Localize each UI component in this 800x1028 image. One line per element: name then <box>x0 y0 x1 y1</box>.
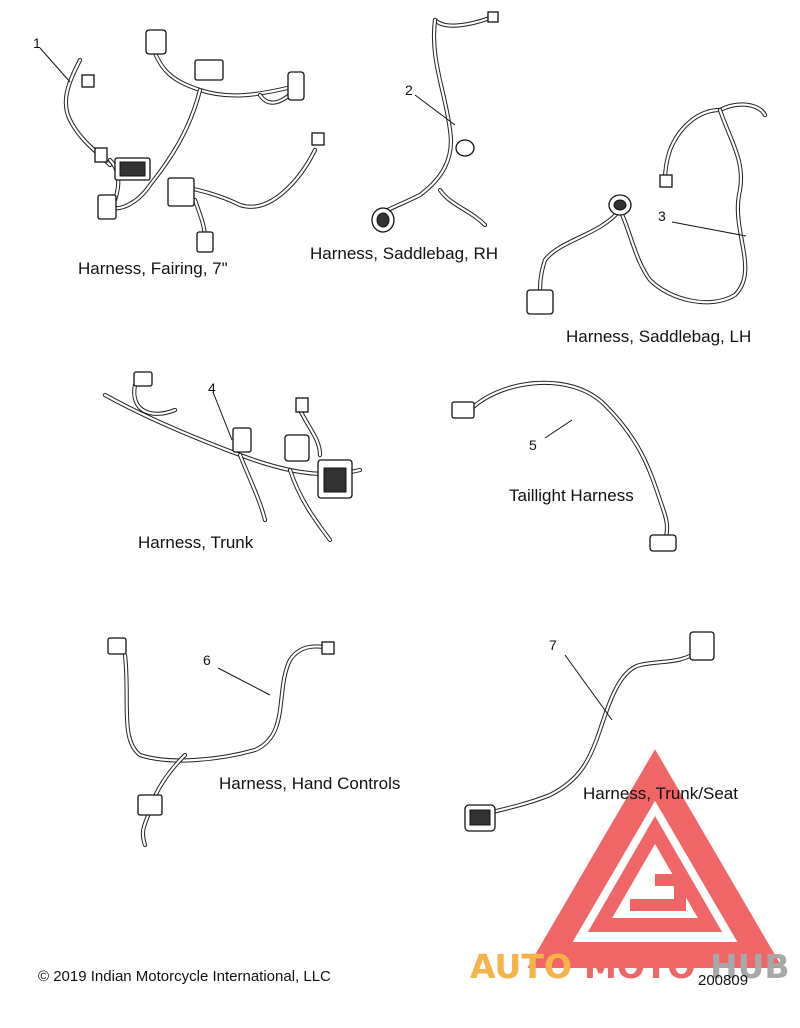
part-number-2: 2 <box>405 82 413 98</box>
watermark-text-moto: MOTO <box>584 947 695 986</box>
watermark-text-auto: AUTO <box>470 947 572 986</box>
harness-hand-controls-drawing <box>107 637 335 848</box>
part-number-5: 5 <box>529 437 537 453</box>
harness-saddlebag-lh-drawing <box>526 102 768 315</box>
watermark-text-hub: HUB <box>710 947 790 986</box>
part-number-1: 1 <box>33 35 41 51</box>
harness-trunk-drawing <box>102 371 363 543</box>
harness-saddlebag-rh-drawing <box>371 11 499 233</box>
part-label-taillight-harness: Taillight Harness <box>509 486 634 505</box>
harness-trunk-seat-drawing <box>464 631 715 832</box>
part-label-harness-trunk-seat: Harness, Trunk/Seat <box>583 784 738 803</box>
watermark-g-shape <box>630 874 686 911</box>
part-number-4: 4 <box>208 380 216 396</box>
part-label-harness-fairing: Harness, Fairing, 7" <box>78 259 228 278</box>
part-number-3: 3 <box>658 208 666 224</box>
part-label-harness-trunk: Harness, Trunk <box>138 533 254 552</box>
part-number-7: 7 <box>549 637 557 653</box>
part-label-harness-saddlebag-lh: Harness, Saddlebag, LH <box>566 327 752 346</box>
part-label-harness-hand-controls: Harness, Hand Controls <box>219 774 401 793</box>
part-number-6: 6 <box>203 652 211 668</box>
automotohub-watermark-logo: AUTO MOTO HUB <box>470 749 790 986</box>
watermark-triangle-outer <box>527 749 783 968</box>
harness-fairing-drawing <box>39 29 325 253</box>
copyright-text: © 2019 Indian Motorcycle International, … <box>38 968 331 985</box>
diagram-id: 200809 <box>698 972 749 989</box>
taillight-harness-drawing <box>451 380 677 552</box>
part-label-harness-saddlebag-rh: Harness, Saddlebag, RH <box>310 244 499 263</box>
